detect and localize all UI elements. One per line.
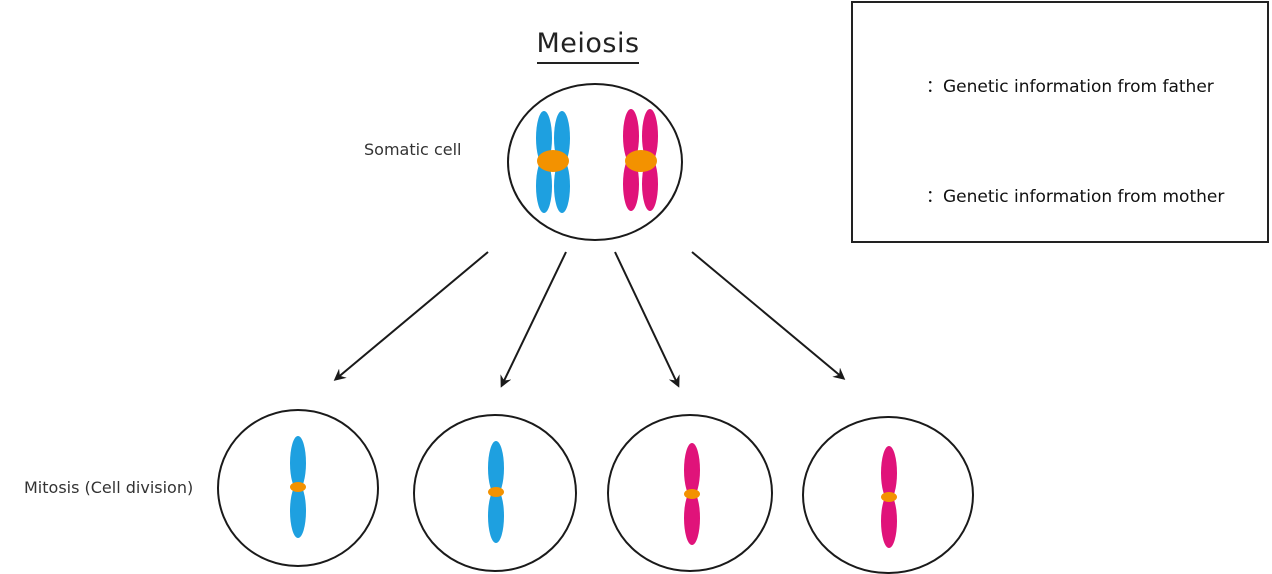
maternal-chromosome-pair xyxy=(623,109,658,211)
daughter-cell-3 xyxy=(607,414,773,572)
somatic-cell xyxy=(507,83,683,241)
daughter-cell-4-centromere xyxy=(881,492,897,502)
title-underline xyxy=(537,62,639,64)
daughter-cell-4 xyxy=(802,416,974,574)
paternal-centromere xyxy=(537,150,569,172)
legend-father-text: ：Genetic information from father xyxy=(926,77,1214,97)
paternal-chromatid-left-lower xyxy=(536,159,552,213)
arrow-to-cell-4 xyxy=(691,251,846,380)
daughter-cell-2-chromatid-lower xyxy=(488,489,504,543)
daughter-cell-1-centromere xyxy=(290,482,306,492)
daughter-cell-3-centromere xyxy=(684,489,700,499)
maternal-centromere xyxy=(625,150,657,172)
diagram-title: Meiosis xyxy=(536,28,640,59)
daughter-cell-1 xyxy=(217,409,379,567)
daughter-cell-2-centromere xyxy=(488,487,504,497)
division-arrows xyxy=(333,251,846,388)
daughter-cell-4-chromatid-lower xyxy=(881,494,897,548)
daughter-cell-3-chromatid-lower xyxy=(684,491,700,545)
somatic-cell-membrane xyxy=(507,83,683,241)
daughter-cell-2-chromatid-upper xyxy=(488,441,504,495)
arrow-to-cell-3 xyxy=(614,251,680,388)
daughter-cell-3-chromatid-upper xyxy=(684,443,700,497)
paternal-chromatid-right-lower xyxy=(554,159,570,213)
legend-box xyxy=(851,1,1269,243)
maternal-chromatid-right-upper xyxy=(642,109,658,163)
mitosis-label: Mitosis (Cell division) xyxy=(24,478,194,497)
daughter-cell-1-chromatid-upper xyxy=(290,436,306,490)
daughter-cells xyxy=(217,409,974,574)
somatic-cell-label: Somatic cell xyxy=(364,140,462,159)
daughter-cell-2 xyxy=(413,414,577,572)
arrow-to-cell-2 xyxy=(500,251,567,388)
legend-mother-text: ：Genetic information from mother xyxy=(926,187,1225,207)
daughter-cell-1-chromatid-lower xyxy=(290,484,306,538)
paternal-chromosome-pair xyxy=(536,111,570,213)
arrow-to-cell-1 xyxy=(333,251,489,381)
maternal-chromatid-left-upper xyxy=(623,109,639,163)
daughter-cell-4-chromatid-upper xyxy=(881,446,897,500)
